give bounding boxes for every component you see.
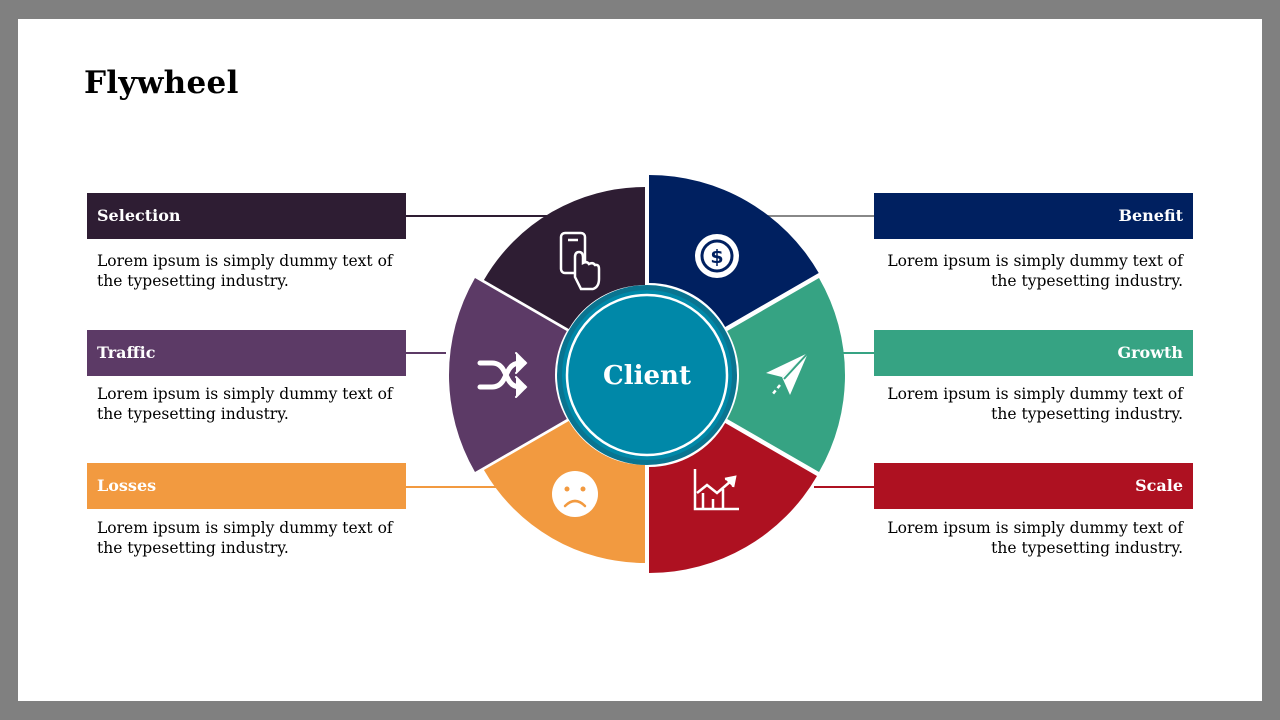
- segment-scale: [649, 423, 818, 573]
- label-traffic: Traffic: [87, 330, 406, 376]
- segment-selection: [483, 187, 645, 329]
- svg-text:$: $: [710, 246, 723, 268]
- label-benefit: Benefit: [874, 193, 1193, 239]
- label-selection: Selection: [87, 193, 406, 239]
- desc-traffic: Lorem ipsum is simply dummy text of the …: [97, 385, 393, 423]
- desc-scale: Lorem ipsum is simply dummy text of the …: [887, 519, 1183, 557]
- label-growth: Growth: [874, 330, 1193, 376]
- desc-benefit: Lorem ipsum is simply dummy text of the …: [887, 252, 1183, 290]
- growth-chart-icon: [693, 469, 739, 511]
- label-benefit-text: Benefit: [1118, 206, 1183, 225]
- desc-growth: Lorem ipsum is simply dummy text of the …: [887, 385, 1183, 423]
- label-losses: Losses: [87, 463, 406, 509]
- label-selection-text: Selection: [97, 206, 181, 225]
- slide-title: Flywheel: [84, 65, 239, 101]
- label-growth-text: Growth: [1117, 343, 1183, 362]
- flywheel-diagram: Client $: [406, 175, 874, 573]
- smartphone-touch-icon: [559, 231, 601, 291]
- center-ring: [565, 293, 729, 457]
- slide: Flywheel Client $: [18, 19, 1262, 701]
- sad-face-icon: [552, 471, 598, 517]
- label-losses-text: Losses: [97, 476, 157, 495]
- label-scale-text: Scale: [1135, 476, 1183, 495]
- desc-losses: Lorem ipsum is simply dummy text of the …: [97, 519, 393, 557]
- paper-plane-icon: [766, 352, 809, 396]
- center-circle: [562, 290, 732, 460]
- label-traffic-text: Traffic: [97, 343, 156, 362]
- shuffle-icon: [477, 352, 528, 398]
- desc-selection: Lorem ipsum is simply dummy text of the …: [97, 252, 393, 290]
- center-label: Client: [603, 361, 691, 391]
- dollar-coin-icon: $: [695, 234, 739, 278]
- label-scale: Scale: [874, 463, 1193, 509]
